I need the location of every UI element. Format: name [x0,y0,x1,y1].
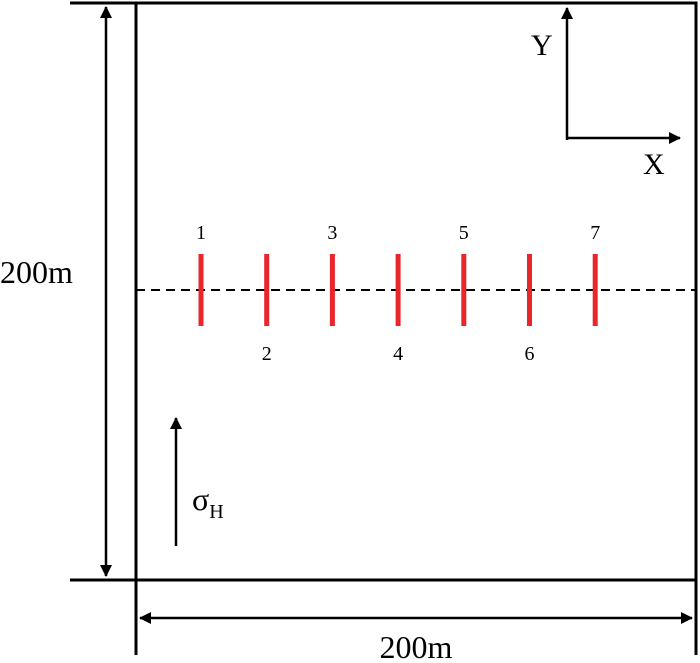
width-dimension-label: 200m [380,629,453,663]
stress-symbol: σ [192,481,209,517]
stress-subscript: H [209,501,223,523]
fracture-label-1: 1 [196,222,206,244]
fracture-label-2: 2 [262,343,272,365]
y-axis-label: Y [531,29,553,62]
x-axis-label: X [643,148,665,181]
fractures-group: 1 2 3 4 5 6 7 [196,222,600,365]
fracture-label-5: 5 [459,222,469,244]
domain-boundary [134,1,698,582]
fracture-label-6: 6 [525,343,535,365]
fracture-label-4: 4 [393,343,403,365]
stress-label: σH [192,481,224,523]
height-dimension-label: 200m [0,254,73,290]
fracture-label-7: 7 [590,222,600,244]
fracture-label-3: 3 [327,222,337,244]
